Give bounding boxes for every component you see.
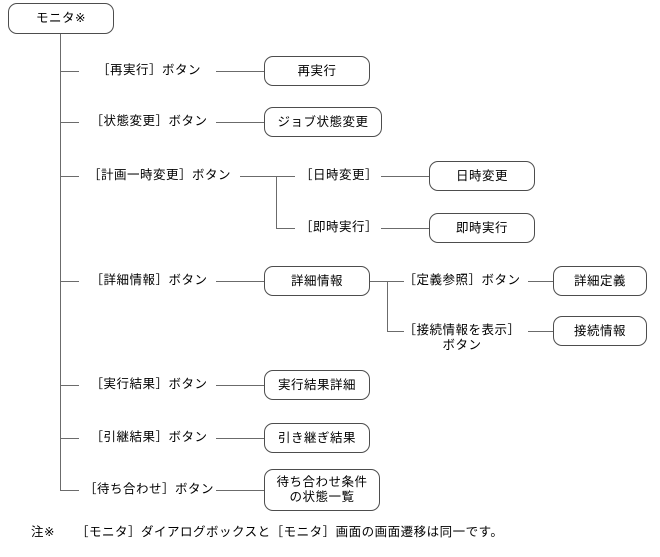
connector-3-to-subtrunk bbox=[240, 176, 277, 177]
node-screen-7[interactable]: 待ち合わせ条件 の状態一覧 bbox=[264, 469, 380, 511]
connector-4b bbox=[528, 331, 554, 332]
main-trunk-line bbox=[60, 34, 61, 491]
node-screen-4b[interactable]: 接続情報 bbox=[553, 316, 647, 346]
node-screen-4a[interactable]: 詳細定義 bbox=[553, 266, 647, 296]
branch-label-2: ［状態変更］ボタン bbox=[90, 114, 208, 128]
subbranch-stub-4a bbox=[387, 281, 404, 282]
node-screen-1[interactable]: 再実行 bbox=[264, 56, 370, 86]
subbranch-stub-4b bbox=[387, 331, 404, 332]
subbranch-label-4a: ［定義参照］ボタン bbox=[403, 273, 521, 287]
connector-2 bbox=[216, 122, 264, 123]
branch-label-5: ［実行結果］ボタン bbox=[90, 377, 208, 391]
connector-6 bbox=[216, 438, 264, 439]
branch-label-7: ［待ち合わせ］ボタン bbox=[84, 482, 215, 496]
connector-3a bbox=[381, 176, 429, 177]
branch-stub-5 bbox=[60, 385, 79, 386]
branch-stub-3 bbox=[60, 176, 79, 177]
branch-label-6: ［引継結果］ボタン bbox=[90, 430, 208, 444]
subtrunk-line-4 bbox=[387, 281, 388, 331]
subbranch-stub-3b bbox=[276, 228, 295, 229]
branch-stub-7 bbox=[60, 490, 79, 491]
subbranch-stub-3a bbox=[276, 176, 295, 177]
node-screen-3a[interactable]: 日時変更 bbox=[429, 161, 535, 191]
node-screen-2[interactable]: ジョブ状態変更 bbox=[264, 107, 382, 137]
branch-stub-4 bbox=[60, 281, 79, 282]
connector-1 bbox=[216, 71, 264, 72]
node-screen-3b[interactable]: 即時実行 bbox=[429, 213, 535, 243]
branch-stub-2 bbox=[60, 122, 79, 123]
connector-4a bbox=[528, 281, 554, 282]
subtrunk-line-3 bbox=[276, 176, 277, 229]
connector-7 bbox=[216, 490, 264, 491]
connector-3b bbox=[381, 228, 429, 229]
footnote-text: ［モニタ］ダイアログボックスと［モニタ］画面の画面遷移は同一です。 bbox=[76, 525, 504, 539]
branch-stub-1 bbox=[60, 71, 79, 72]
connector-5 bbox=[216, 385, 264, 386]
branch-label-1: ［再実行］ボタン bbox=[96, 63, 201, 77]
node-screen-4[interactable]: 詳細情報 bbox=[264, 266, 370, 296]
subbranch-label-3a: ［日時変更］ bbox=[299, 168, 378, 182]
branch-stub-6 bbox=[60, 438, 79, 439]
node-screen-5[interactable]: 実行結果詳細 bbox=[264, 370, 370, 400]
footnote-mark: 注※ bbox=[31, 525, 55, 539]
connector-4 bbox=[216, 281, 264, 282]
subbranch-label-4b: ［接続情報を表示］ ボタン bbox=[403, 323, 521, 352]
connector-4-to-subtrunk bbox=[370, 281, 388, 282]
subbranch-label-3b: ［即時実行］ bbox=[299, 220, 378, 234]
node-monitor-root[interactable]: モニタ※ bbox=[8, 3, 114, 34]
node-screen-6[interactable]: 引き継ぎ結果 bbox=[264, 423, 370, 453]
branch-label-4: ［詳細情報］ボタン bbox=[90, 273, 208, 287]
branch-label-3: ［計画一時変更］ボタン bbox=[87, 168, 231, 182]
